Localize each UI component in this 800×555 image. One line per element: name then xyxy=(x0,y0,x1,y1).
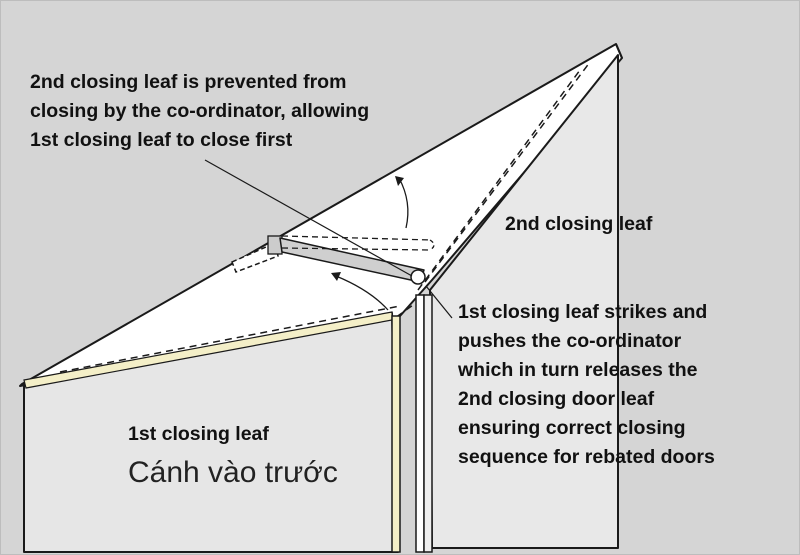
annotation-line: 2nd closing leaf is prevented from xyxy=(30,71,347,93)
swing-arrow xyxy=(335,275,389,311)
coordinator-annotation: 2nd closing leaf is prevented from closi… xyxy=(30,68,369,155)
annotation-line: 1st closing leaf strikes and xyxy=(458,301,708,323)
annotation-line: 1st closing leaf to close first xyxy=(30,129,293,151)
second-leaf-label: 2nd closing leaf xyxy=(505,213,653,235)
coordinator-arm-dashed xyxy=(281,247,431,251)
frame-post xyxy=(423,294,433,553)
annotation-line: ensuring correct closing xyxy=(458,417,686,439)
second-leaf-edge xyxy=(615,43,623,59)
swing-path-dashed xyxy=(417,69,581,291)
arrow-head-icon xyxy=(331,272,341,281)
annotation-line: sequence for rebated doors xyxy=(458,446,715,468)
coordinator-pivot xyxy=(410,269,426,285)
coordinator-bracket xyxy=(231,241,279,273)
swing-arrow xyxy=(398,177,409,229)
leader-line xyxy=(204,159,413,277)
arrow-head-icon xyxy=(395,176,404,186)
frame-edge xyxy=(391,315,401,553)
annotation-line: closing by the co-ordinator, allowing xyxy=(30,100,370,122)
first-leaf-label: 1st closing leaf xyxy=(128,423,269,445)
coordinator-arm-dashed xyxy=(429,239,435,251)
annotation-line: pushes the co-ordinator xyxy=(458,330,682,352)
annotation-line: 2nd closing door leaf xyxy=(458,388,655,410)
coordinator-arm-dashed xyxy=(281,235,433,241)
leader-line xyxy=(425,285,453,319)
swing-path-dashed xyxy=(424,61,591,283)
strike-annotation: 1st closing leaf strikes and pushes the … xyxy=(458,298,715,472)
swing-path-dashed xyxy=(59,305,401,373)
frame-post xyxy=(415,294,425,553)
annotation-line: which in turn releases the xyxy=(458,359,698,381)
first-leaf-vietnamese-label: Cánh vào trước xyxy=(128,456,338,489)
